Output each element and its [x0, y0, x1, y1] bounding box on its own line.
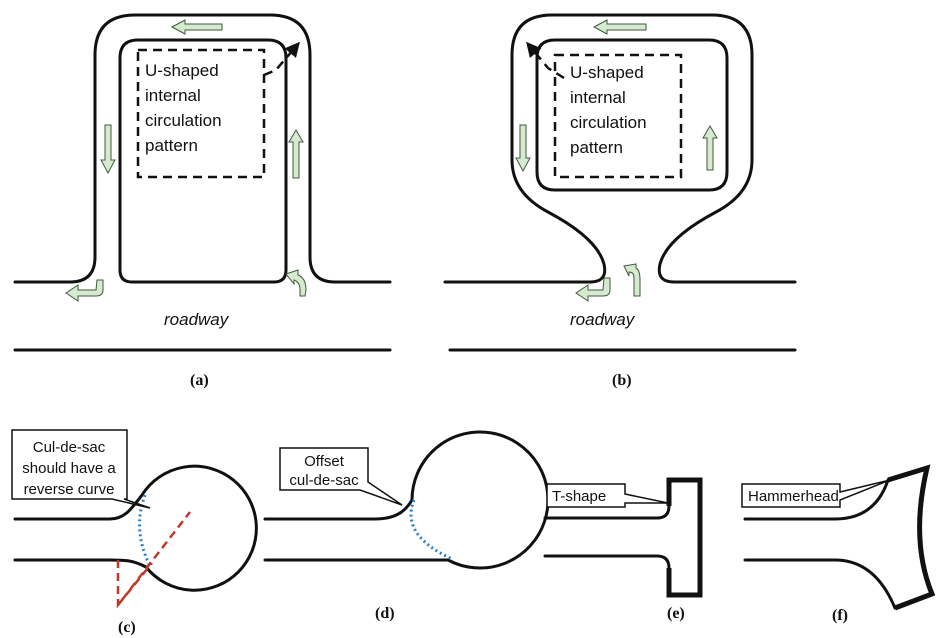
dashed-exit-arrow-a [263, 41, 300, 77]
outer-loop-a [13, 13, 392, 284]
callout-c-line-1: Cul-de-sac [33, 439, 106, 456]
callout-c-line-2: should have a [22, 460, 116, 477]
callout-e [546, 483, 669, 508]
culdesac-curve-line-c [138, 494, 152, 567]
box-line-2: internal [570, 88, 626, 107]
caption-e: (e) [667, 605, 685, 622]
hammerhead-bottom-edge-f [743, 558, 897, 610]
u-pattern-box-a [136, 48, 266, 179]
roadway-label-a: roadway [164, 310, 230, 329]
flow-arrow-right-a [288, 129, 304, 179]
roadway-label-b: roadway [570, 310, 636, 329]
turn-arrow-right-b [623, 263, 641, 297]
t-shape-head-e [666, 477, 703, 598]
callout-c [11, 429, 151, 509]
t-shape-bottom-edge-e [543, 554, 671, 570]
panel-a: U-shaped internal circulation pattern ro… [13, 13, 392, 389]
callout-f [741, 479, 891, 508]
caption-b: (b) [612, 372, 632, 389]
callout-f-text: Hammerhead [748, 488, 839, 505]
panel-b: U-shaped internal circulation pattern ro… [443, 13, 797, 389]
box-line-1: U-shaped [570, 63, 644, 82]
panel-f: Hammerhead (f) [741, 464, 936, 624]
box-line-1: U-shaped [145, 61, 219, 80]
radius-lines-c [116, 511, 191, 609]
culdesac-curve-line-d [409, 499, 453, 561]
turn-arrow-right-a [285, 269, 307, 297]
callout-e-text: T-shape [552, 488, 606, 505]
caption-c: (c) [118, 619, 136, 636]
panel-c: Cul-de-sac should have a reverse curve (… [11, 429, 258, 636]
dashed-exit-arrow-b [526, 41, 565, 80]
callout-d-line-1: Offset [304, 453, 345, 470]
flow-arrow-left-a [100, 124, 116, 175]
hammerhead-ends-f [887, 464, 936, 611]
flow-arrow-left-b [515, 124, 531, 173]
box-line-4: pattern [570, 138, 623, 157]
hammerhead-top-edge-f [743, 478, 890, 521]
box-line-4: pattern [145, 136, 198, 155]
panel-d: Offset cul-de-sac (d) [263, 430, 550, 622]
turn-arrow-left-b [575, 277, 611, 302]
caption-a: (a) [190, 372, 209, 389]
turn-arrow-left-a [65, 279, 104, 302]
u-pattern-box-b [553, 53, 683, 179]
callout-d [279, 447, 403, 506]
box-line-3: circulation [570, 113, 647, 132]
t-shape-top-edge-e [543, 504, 671, 520]
callout-d-line-2: cul-de-sac [289, 472, 359, 489]
panel-e: T-shape (e) [543, 477, 703, 622]
box-line-3: circulation [145, 111, 222, 130]
callout-c-line-3: reverse curve [24, 481, 115, 498]
flow-arrow-top-b [592, 19, 647, 35]
outer-loop-b [443, 13, 797, 284]
inner-island-b [535, 38, 729, 192]
box-line-2: internal [145, 86, 201, 105]
culdesac-edge-d [263, 430, 550, 570]
caption-d: (d) [375, 605, 395, 622]
flow-arrow-right-b [702, 125, 718, 171]
flow-arrow-top-a [170, 19, 223, 35]
caption-f: (f) [832, 607, 848, 624]
